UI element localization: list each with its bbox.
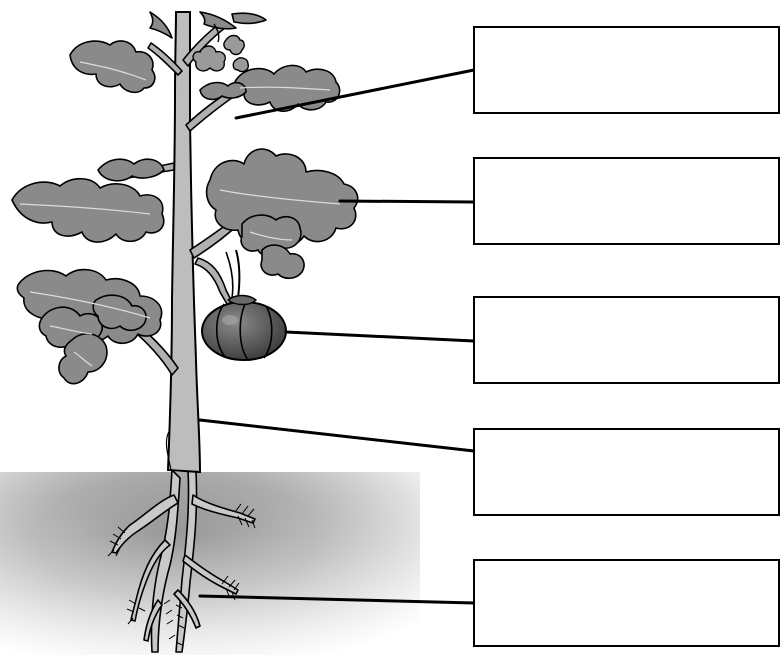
stem <box>166 12 200 472</box>
pointer-fruit <box>286 332 474 341</box>
label-box-fruit[interactable] <box>474 297 779 383</box>
label-box-flower[interactable] <box>474 27 779 113</box>
label-boxes <box>474 27 779 646</box>
label-box-root[interactable] <box>474 560 779 646</box>
pointer-leaf <box>340 201 474 202</box>
soil-area <box>0 472 420 655</box>
pointer-stem <box>200 420 474 451</box>
label-box-stem[interactable] <box>474 429 779 515</box>
label-box-leaf[interactable] <box>474 158 779 244</box>
